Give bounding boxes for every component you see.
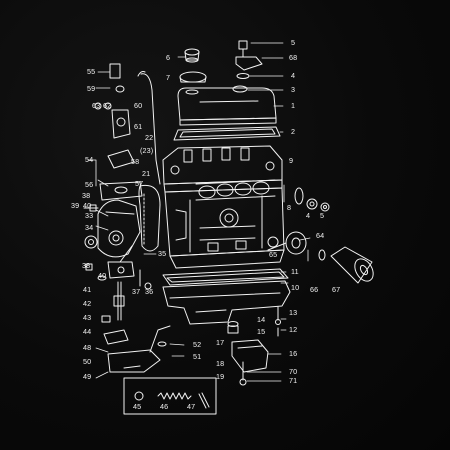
part-number-9: 9 — [289, 156, 294, 165]
crankshaft-pulley — [267, 231, 307, 255]
part-number-40-left: 40 — [98, 271, 107, 280]
part-number-57: 57 — [135, 179, 144, 188]
part-number-63: 63 — [92, 101, 101, 110]
part-number-4-top: 4 — [291, 71, 296, 80]
cylinder-head — [162, 145, 283, 193]
oil-pan-bolts — [275, 306, 281, 337]
part-number-5-top: 5 — [291, 38, 296, 47]
part-number-33: 33 — [85, 211, 94, 220]
part-number-60: 60 — [134, 101, 143, 110]
part-number-56: 56 — [85, 180, 94, 189]
part-number-38-top: 38 — [82, 191, 91, 200]
part-number-12: 12 — [289, 325, 298, 334]
part-number-34: 34 — [85, 223, 94, 232]
part-number-47: 47 — [187, 402, 196, 411]
part-number-35: 35 — [158, 249, 167, 258]
timing-chain — [138, 184, 161, 252]
part-number-39: 39 — [71, 201, 80, 210]
part-number-67: 67 — [332, 285, 341, 294]
part-number-4-right: 4 — [306, 211, 311, 220]
part-number-43: 43 — [83, 313, 92, 322]
engine-block — [164, 187, 285, 269]
part-number-38-left: 38 — [82, 261, 91, 270]
part-number-68: 68 — [289, 53, 298, 62]
part-number-23: (23) — [140, 146, 154, 155]
part-number-7: 7 — [166, 73, 171, 82]
part-number-54: 54 — [85, 155, 94, 164]
leader-lines — [87, 42, 311, 382]
part-number-64: 64 — [316, 231, 325, 240]
valve-cover — [177, 87, 277, 126]
part-number-14: 14 — [257, 315, 266, 324]
part-number-16: 16 — [289, 349, 298, 358]
part-number-50: 50 — [83, 357, 92, 366]
left-hardware — [83, 204, 152, 323]
part-number-5-right: 5 — [320, 211, 325, 220]
oil-filter — [318, 246, 374, 284]
part-number-17: 17 — [216, 338, 225, 347]
part-number-40-top: 40 — [83, 201, 92, 210]
part-number-46: 46 — [160, 402, 169, 411]
oil-pump-shaft — [113, 281, 125, 321]
part-number-70: 70 — [289, 367, 298, 376]
part-number-3: 3 — [291, 85, 296, 94]
part-number-6: 6 — [166, 53, 171, 62]
part-number-2: 2 — [291, 127, 296, 136]
dipstick-tube — [137, 71, 161, 185]
part-number-45: 45 — [133, 402, 142, 411]
oil-pickup-screen — [103, 325, 171, 373]
part-number-65: 65 — [269, 250, 278, 259]
part-number-15: 15 — [257, 327, 266, 336]
part-number-37: 37 — [132, 287, 141, 296]
thermostat-housing — [94, 63, 143, 201]
part-number-52: 52 — [193, 340, 202, 349]
valve-cover-gasket — [173, 126, 281, 141]
oil-pan — [162, 280, 291, 325]
part-number-61: 61 — [134, 122, 143, 131]
oil-pump-assembly — [107, 245, 135, 279]
part-number-22: 22 — [145, 133, 154, 142]
timing-cover — [97, 199, 141, 258]
part-number-59: 59 — [87, 84, 96, 93]
part-number-44: 44 — [83, 327, 92, 336]
oil-filler-cap — [179, 48, 207, 83]
relief-valve-parts — [123, 377, 217, 415]
engine-mount — [231, 339, 269, 386]
part-number-51: 51 — [193, 352, 202, 361]
part-number-66: 66 — [310, 285, 319, 294]
drain-plug — [227, 321, 239, 334]
crank-pulley — [84, 235, 98, 249]
part-number-42: 42 — [83, 299, 92, 308]
part-number-8: 8 — [287, 203, 292, 212]
oil-pan-gasket — [162, 268, 289, 286]
part-number-11: 11 — [291, 267, 299, 276]
front-pulley-stack — [294, 187, 330, 212]
part-number-49: 49 — [83, 372, 92, 381]
part-number-41: 41 — [83, 285, 92, 294]
part-number-21: 21 — [142, 169, 151, 178]
part-number-58: 58 — [131, 157, 140, 166]
part-number-62: 62 — [103, 101, 112, 110]
part-number-1: 1 — [291, 101, 296, 110]
part-number-48: 48 — [83, 343, 92, 352]
part-number-10: 10 — [291, 283, 300, 292]
part-number-19: 19 — [216, 372, 225, 381]
part-number-71: 71 — [289, 376, 298, 385]
part-number-55: 55 — [87, 67, 96, 76]
part-number-13: 13 — [289, 308, 298, 317]
valve-cover-hardware — [232, 40, 263, 93]
part-number-18: 18 — [216, 359, 225, 368]
part-number-36: 36 — [145, 287, 154, 296]
